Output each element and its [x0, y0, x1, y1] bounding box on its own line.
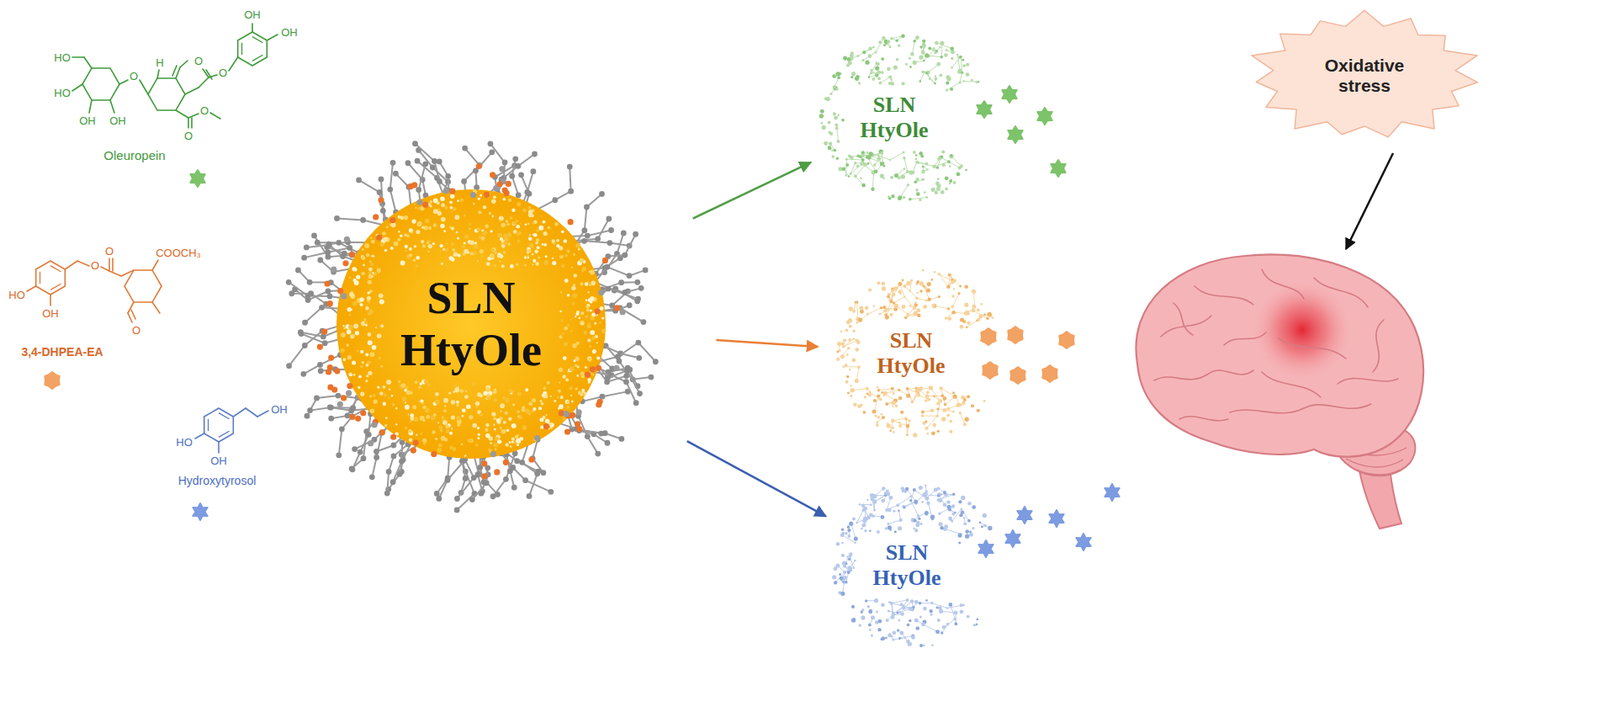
atom-label: O — [132, 324, 141, 336]
atom-label: HO — [53, 52, 71, 64]
atom-label: OH — [109, 115, 127, 127]
stress-burst: Oxidative stress — [1238, 5, 1491, 147]
release-arrow — [687, 440, 827, 516]
nanoparticle-blue: SLN HtyOle — [828, 476, 1006, 654]
compound-name: 3,4-DHPEA-EA — [21, 345, 103, 358]
node-label: SLN HtyOle — [873, 540, 942, 591]
release-arrow — [693, 162, 811, 219]
atom-label: HO — [8, 289, 26, 301]
node-label: SLN HtyOle — [400, 271, 542, 377]
atom-label: OH — [280, 26, 298, 38]
atom-label: O — [90, 259, 100, 271]
releasing-nanoparticle — [831, 483, 992, 647]
atom-label: O — [200, 105, 209, 117]
atom-label: O — [184, 130, 193, 142]
atom-label: O — [129, 70, 138, 82]
atom-label: H — [155, 57, 164, 69]
oleuropein-structure — [72, 23, 278, 128]
atom-label: OH — [243, 9, 261, 21]
atom-label: OH — [42, 307, 59, 319]
atom-label: OH — [210, 455, 228, 467]
compound-name: Oleuropein — [103, 148, 165, 162]
hydroxytyrosol-structure — [195, 407, 269, 453]
atom-label: HO — [175, 436, 193, 448]
nanoparticle-green: SLN HtyOle — [815, 29, 993, 207]
node-label: Oxidative stress — [1324, 55, 1405, 96]
release-arrow — [715, 339, 818, 347]
solid-lipid-nanoparticle — [286, 140, 659, 513]
dhpea-ea-structure — [26, 258, 162, 323]
atom-label: HO — [53, 87, 71, 99]
compound-name: Hydroxytyrosol — [178, 474, 257, 487]
nanoparticle-core: SLN HtyOle — [277, 130, 665, 518]
atom-label: O — [105, 245, 114, 257]
atom-label: O — [194, 55, 203, 67]
node-label: SLN HtyOle — [860, 92, 929, 144]
atom-label: OH — [79, 115, 96, 127]
releasing-nanoparticle — [836, 269, 994, 438]
nanoparticle-orange: SLN HtyOle — [832, 264, 1010, 442]
stress-arrow — [1345, 153, 1394, 250]
molecule-symbols — [44, 85, 1119, 557]
releasing-nanoparticle — [819, 34, 980, 202]
atom-label: OH — [270, 403, 288, 415]
node-label: SLN HtyOle — [877, 328, 946, 379]
brain-illustration — [1135, 254, 1424, 529]
atom-label: O — [218, 67, 228, 79]
atom-label: COOCH₃ — [155, 247, 202, 259]
